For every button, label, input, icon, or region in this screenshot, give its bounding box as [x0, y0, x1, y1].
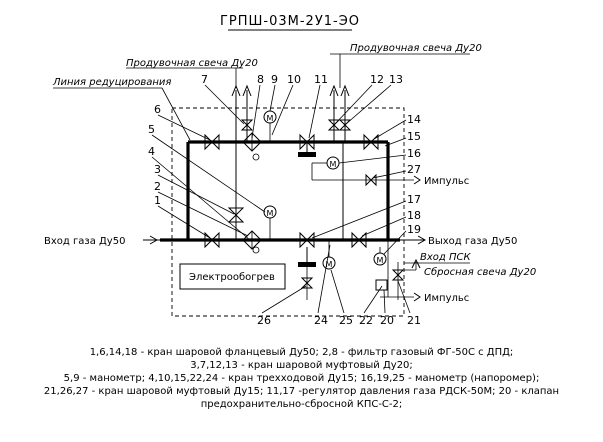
legend-line-3: 5,9 - манометр; 4,10,15,22,24 - кран тре…: [63, 373, 540, 384]
callout-9: 9: [271, 73, 278, 86]
purge-left-label: Продувочная свеча Ду20: [126, 58, 258, 69]
filter-2-icon: [242, 230, 262, 254]
regulators: [298, 142, 316, 267]
callout-18: 18: [407, 209, 421, 222]
valve-12-icon: [327, 119, 341, 131]
purge-lines: [231, 84, 352, 142]
callout-20: 20: [380, 314, 394, 327]
callout-3: 3: [154, 163, 161, 176]
inlet-arrow: [149, 235, 159, 245]
gauge-16-icon: M: [312, 156, 340, 170]
purge-arrow-right-1: [329, 84, 339, 97]
legend-line-1: 1,6,14,18 - кран шаровой фланцевый Ду50;…: [89, 347, 514, 358]
valve-1-icon: [204, 231, 220, 249]
reduction-line-label: Линия редуцирования: [52, 77, 171, 88]
callout-7: 7: [201, 73, 208, 86]
outlet-arrow: [417, 235, 427, 245]
relief-assembly: [375, 240, 421, 300]
purge-arrow-left-2: [242, 84, 252, 97]
callout-12: 12: [370, 73, 384, 86]
svg-text:M: M: [267, 114, 274, 123]
callout-25: 25: [339, 314, 353, 327]
valve-17-icon: [299, 231, 315, 249]
callout-14: 14: [407, 113, 421, 126]
valve-7-icon: [240, 119, 254, 131]
callout-22: 22: [359, 314, 373, 327]
callout-10: 10: [287, 73, 301, 86]
callout-26: 26: [257, 314, 271, 327]
gauge-19-icon: M: [373, 247, 387, 266]
heater-box: [179, 263, 286, 290]
gauge-9-icon: M: [263, 110, 277, 142]
svg-text:M: M: [267, 209, 274, 218]
purge-arrow-right-2: [340, 84, 350, 97]
callouts: 1 2 3 4 5 6 7 8 9 10 11 12 13 14 15 16 2…: [148, 73, 421, 327]
callout-13: 13: [389, 73, 403, 86]
valve-14-icon: [363, 133, 379, 151]
cabinet-outline: [171, 107, 405, 317]
impulse-top-label: Импульс: [424, 176, 469, 187]
discharge-label: Сбросная свеча Ду20: [424, 266, 536, 278]
impulse-bottom-label: Импульс: [424, 293, 469, 304]
callout-6: 6: [154, 103, 161, 116]
relief-valve-20-icon: [375, 279, 388, 291]
discharge-arrow: [411, 258, 421, 269]
main-pipes: [143, 140, 427, 245]
valve-18-icon: [351, 231, 367, 249]
callout-1: 1: [154, 194, 161, 207]
callout-4: 4: [148, 145, 155, 158]
svg-text:M: M: [377, 256, 384, 265]
valve-13-icon: [338, 119, 352, 131]
regulator-11-diaphragm: [298, 152, 316, 157]
gauges: M M M M M: [263, 110, 387, 270]
valves: [204, 133, 379, 249]
callout-19: 19: [407, 223, 421, 236]
callout-21: 21: [407, 314, 421, 327]
gas-in-label: Вход газа Ду50: [44, 236, 125, 247]
svg-text:M: M: [330, 160, 337, 169]
legend-line-2: 3,7,12,13 - кран шаровой муфтовый Ду20;: [190, 360, 413, 371]
callout-24: 24: [314, 314, 328, 327]
valve-11-icon: [299, 133, 315, 151]
callout-17: 17: [407, 193, 421, 206]
gauge-25-icon: M: [322, 240, 336, 270]
heater-label: Электрообогрев: [189, 272, 275, 283]
psk-in-label: Вход ПСК: [420, 252, 471, 263]
legend-line-4: 21,26,27 - кран шаровой муфтовый Ду15; 1…: [43, 386, 560, 397]
purge-right-label: Продувочная свеча Ду20: [350, 43, 482, 54]
svg-text:M: M: [326, 260, 333, 269]
callout-27: 27: [407, 163, 421, 176]
callout-15: 15: [407, 130, 421, 143]
scheme-title: ГРПШ-03М-2У1-ЭО: [220, 14, 360, 29]
gas-out-label: Выход газа Ду50: [428, 236, 517, 247]
callout-16: 16: [407, 147, 421, 160]
gauge-5-icon: M: [263, 205, 277, 240]
callout-11: 11: [314, 73, 328, 86]
valve-27-icon: [365, 173, 377, 187]
legend-line-5: предохранительно-сбросной КПС-С-2;: [200, 399, 403, 410]
callout-2: 2: [154, 180, 161, 193]
callout-5: 5: [148, 123, 155, 136]
callout-8: 8: [257, 73, 264, 86]
regulator-17-diaphragm: [298, 262, 316, 267]
heater-branch: [300, 267, 314, 300]
valve-6-icon: [204, 133, 220, 151]
